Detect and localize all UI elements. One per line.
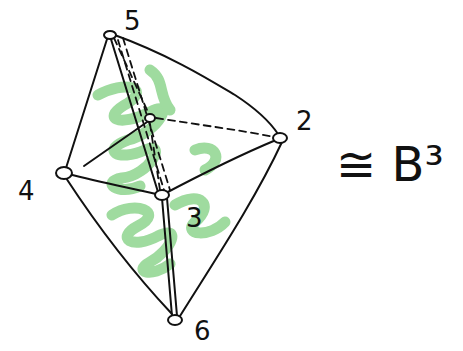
homeomorphism-note: ≅ B³ xyxy=(336,140,444,188)
solid-edges xyxy=(66,34,282,316)
vertex-number: 6 xyxy=(194,318,211,344)
vertex-number: 2 xyxy=(296,108,313,134)
vertex-dots xyxy=(56,31,287,325)
vertex-number: 5 xyxy=(124,8,141,34)
hidden-edges xyxy=(114,38,274,190)
green-shading xyxy=(98,70,225,272)
vertex-number: 4 xyxy=(18,178,35,204)
vertex-number: 3 xyxy=(186,205,203,231)
